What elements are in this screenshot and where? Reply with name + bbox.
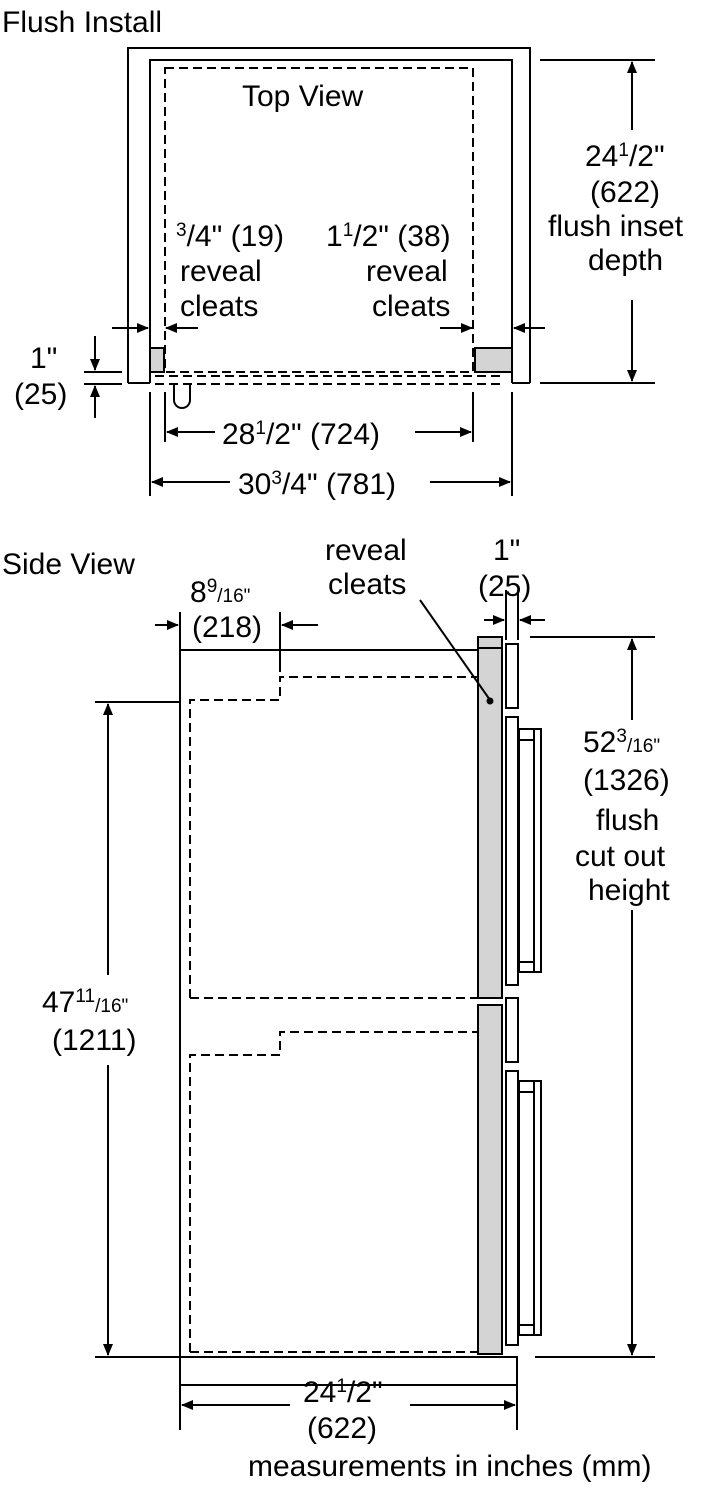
lower-oven-outline [189,1031,478,1353]
lower-drawer-front [505,997,519,1063]
oven-height-dim: 4711/16" [42,986,128,1019]
cabinet-outline [127,47,531,384]
top-offset-dim: 89/16" [190,576,250,609]
left-reveal-dim: 3/4" (19) [176,220,284,253]
outer-width-dim: 303/4" (781) [238,468,396,501]
diagram-title: Flush Install [2,6,162,39]
side-depth-mm: (622) [307,1412,377,1445]
left-cleat [149,347,165,373]
upper-drawer-front [505,643,519,709]
upper-cleat-panel [477,636,503,999]
oven-height-mm: (1211) [52,1024,137,1057]
door-depth-mm: (25) [478,570,531,603]
inner-width-dim: 281/2" (724) [222,418,380,451]
cutout-height-text: height [588,874,670,907]
top-offset-mm: (218) [192,611,262,644]
side-view-label: Side View [2,548,135,581]
footnote: measurements in inches (mm) [248,1450,651,1483]
depth-dim: 241/2" [585,140,665,173]
right-cleat [474,347,513,373]
cutout-height-text: cut out [575,840,666,873]
oven-outline [164,67,474,373]
upper-oven-outline [189,676,478,999]
depth-text: flush inset [548,210,684,243]
knob [173,384,191,409]
right-reveal-dim: 11/2" (38) [326,220,451,253]
top-view-label: Top View [242,80,364,113]
lower-door [505,1070,519,1346]
cutout-height-text: flush [596,804,659,837]
depth-text: depth [588,244,663,277]
front-offset-dim: 1" [30,342,57,375]
cabinet-base [179,1356,518,1386]
door-depth-dim: 1" [493,534,520,567]
cutout-height-dim: 523/16" [583,726,660,759]
side-depth-dim: 241/2" [303,1376,383,1409]
side-view: Side View reveal cleats 89/16" (218) 1" … [2,534,670,1445]
front-offset-mm: (25) [14,378,67,411]
right-reveal-text: cleats [372,290,450,323]
right-reveal-text: reveal [366,255,448,288]
lower-cleat-panel [477,1004,503,1355]
lower-handle [518,1080,542,1336]
upper-door [505,716,519,986]
reveal-cleats-text: reveal [325,534,407,567]
left-reveal-text: reveal [180,255,262,288]
cutout-height-mm: (1326) [583,764,670,797]
left-reveal-text: cleats [180,290,258,323]
reveal-cleats-text: cleats [328,568,406,601]
depth-mm: (622) [590,176,660,209]
upper-handle [518,728,542,973]
top-view: Top View 3/4" (19) reveal cleats 11/2" (… [14,47,684,501]
door-outline [155,375,505,385]
cabinet-side [179,649,478,1385]
